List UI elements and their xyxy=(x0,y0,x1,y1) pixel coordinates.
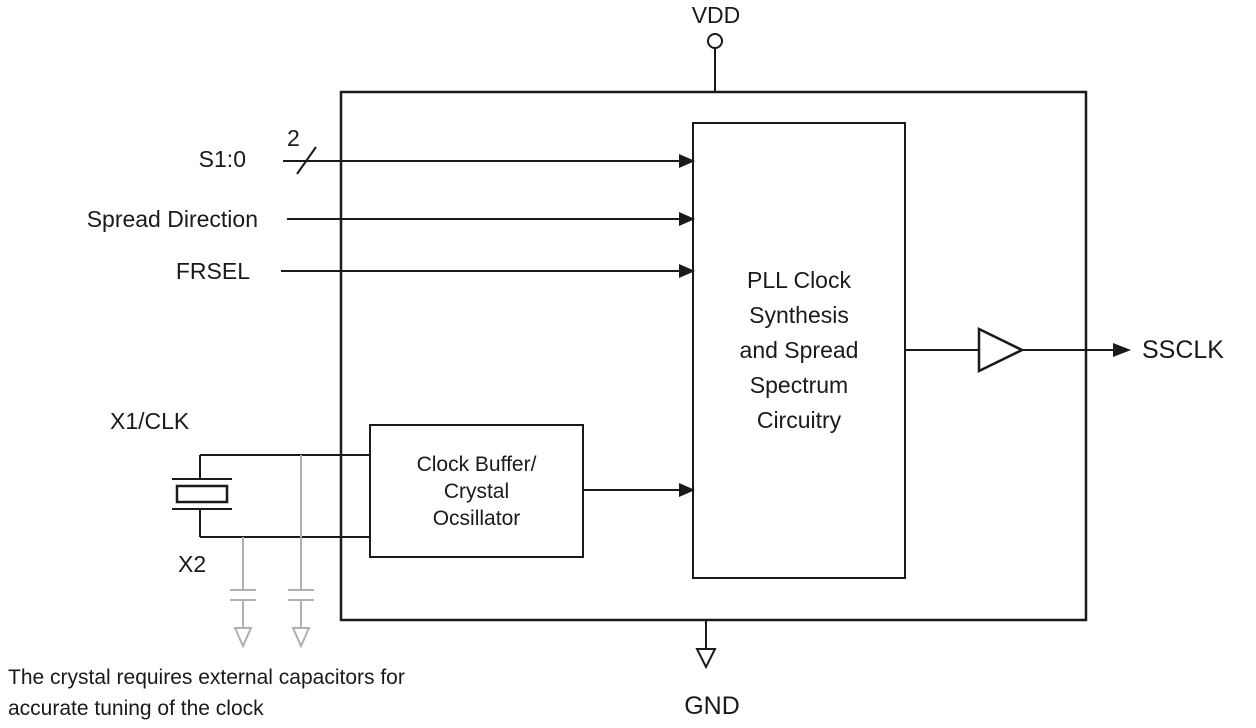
input-label-spread-direction: Spread Direction xyxy=(86,206,258,232)
gnd-pin-icon xyxy=(695,620,717,670)
bus-slash-icon xyxy=(296,146,317,175)
caption-text: The crystal requires external capacitors… xyxy=(8,666,405,720)
gnd-label: GND xyxy=(684,692,740,720)
vdd-pin-icon xyxy=(707,33,723,92)
external-capacitor-icon-2 xyxy=(288,455,314,649)
output-buffer-icon xyxy=(977,326,1025,374)
ssclk-output-path xyxy=(905,326,1131,374)
input-label-frsel: FRSEL xyxy=(175,258,250,284)
bus-width-label: 2 xyxy=(287,125,300,151)
s10-arrow xyxy=(283,146,695,175)
buffer-to-pll-arrow xyxy=(583,483,695,497)
clock-buffer-label: Clock Buffer/ Crystal Ocsillator xyxy=(416,452,537,530)
x2-label: X2 xyxy=(178,551,207,577)
spread-direction-arrow xyxy=(287,212,695,226)
chip-outline xyxy=(339,90,1088,622)
frsel-arrow xyxy=(281,264,695,278)
input-label-s10: S1:0 xyxy=(198,146,246,172)
vdd-label: VDD xyxy=(691,2,741,28)
crystal-wires xyxy=(200,454,370,538)
x1clk-label: X1/CLK xyxy=(110,408,190,434)
crystal-icon xyxy=(172,455,232,537)
ssclk-label: SSCLK xyxy=(1142,336,1224,364)
pll-block-label: PLL Clock Synthesis and Spread Spectrum … xyxy=(739,267,859,433)
external-capacitor-icon-1 xyxy=(230,537,256,649)
